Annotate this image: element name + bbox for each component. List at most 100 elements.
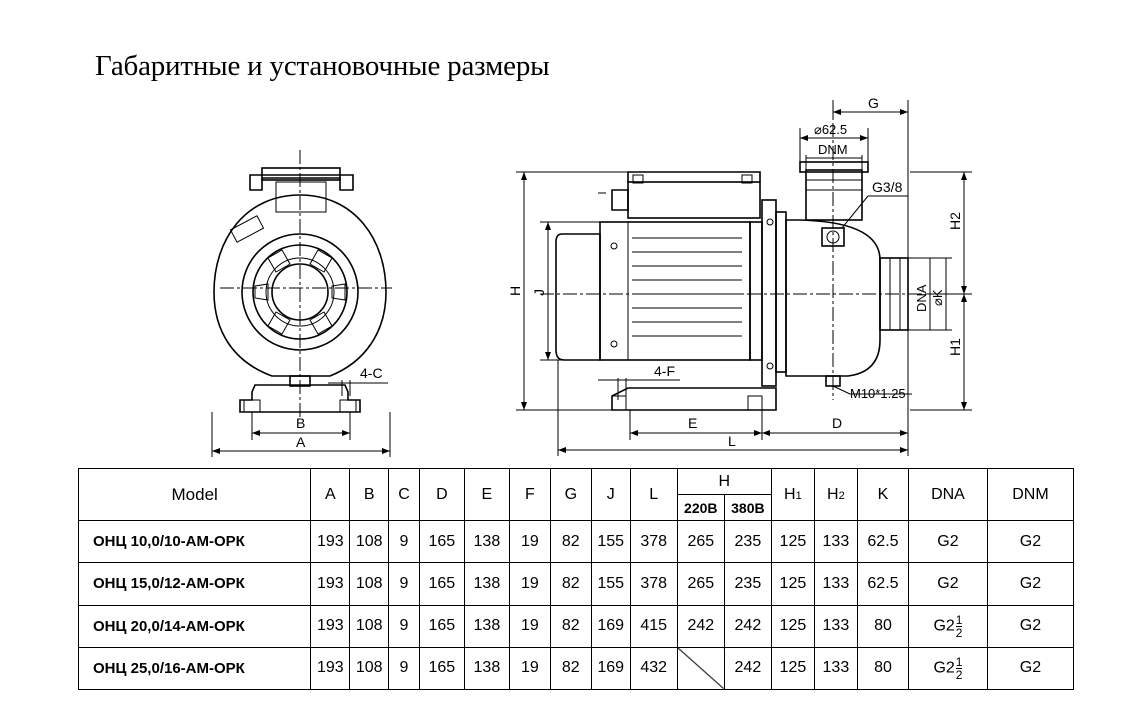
cell-H2: 133 [813, 562, 858, 606]
cell-H380: 235 [723, 562, 772, 606]
cell-DNM: G2 [986, 519, 1075, 564]
cell-B: 108 [349, 562, 390, 606]
cell-H380: 242 [723, 646, 772, 691]
cell-K: 62.5 [856, 519, 910, 564]
cell-B: 108 [349, 519, 390, 564]
dim-label-H1: H1 [947, 338, 963, 356]
cell-model: ОНЦ 15,0/12-АМ-ОРК [77, 562, 312, 606]
cell-D: 165 [418, 519, 465, 564]
cell-A: 193 [310, 604, 351, 648]
cell-H1: 125 [770, 646, 815, 691]
cell-H2: 133 [813, 519, 858, 564]
cell-D: 165 [418, 604, 465, 648]
cell-G: 82 [549, 604, 592, 648]
header-L: L [629, 468, 678, 521]
cell-F: 19 [508, 604, 551, 648]
front-view [213, 150, 392, 420]
cell-DNA: G2 [908, 519, 988, 564]
dim-label-DNM: DNM [818, 142, 848, 157]
cell-DNM: G2 [986, 562, 1075, 606]
dim-label-G38: G3/8 [872, 179, 903, 195]
cell-K: 62.5 [856, 562, 910, 606]
side-dimensions: G ⌀62.5 DNM G3/8 H2 H1 DNA ⌀K M10*1.25 [507, 95, 972, 456]
header-A: A [310, 468, 351, 521]
cell-H1: 125 [770, 562, 815, 606]
cell-model: ОНЦ 25,0/16-АМ-ОРК [77, 646, 312, 691]
cell-E: 138 [463, 562, 510, 606]
cell-D: 165 [418, 646, 465, 691]
header-F: F [508, 468, 551, 521]
cell-F: 19 [508, 646, 551, 691]
cell-D: 165 [418, 562, 465, 606]
cell-H1: 125 [770, 604, 815, 648]
cell-C: 9 [388, 519, 420, 564]
dim-label-G: G [868, 95, 879, 111]
dim-label-B: B [296, 415, 305, 431]
cell-J: 169 [590, 646, 631, 691]
cell-H380: 235 [723, 519, 772, 564]
cell-model: ОНЦ 20,0/14-АМ-ОРК [77, 604, 312, 648]
header-G: G [549, 468, 592, 521]
dim-label-D: D [832, 415, 842, 431]
cell-L: 415 [629, 604, 678, 648]
cell-J: 155 [590, 562, 631, 606]
header-C: C [388, 468, 420, 521]
header-H2: H2 [813, 468, 858, 521]
dim-label-H2: H2 [947, 212, 963, 230]
cell-E: 138 [463, 604, 510, 648]
cell-H380: 242 [723, 604, 772, 648]
cell-A: 193 [310, 646, 351, 691]
cell-H220 [676, 646, 725, 691]
header-J: J [590, 468, 631, 521]
header-H1: H1 [770, 468, 815, 521]
cell-E: 138 [463, 646, 510, 691]
header-H-220: 220В [676, 494, 725, 521]
dim-label-J: J [531, 289, 547, 296]
cell-C: 9 [388, 562, 420, 606]
front-dimensions: B A 4-C [211, 365, 391, 457]
dim-label-DNA: DNA [914, 284, 929, 312]
dim-label-E: E [688, 415, 697, 431]
page-title: Габаритные и установочные размеры [95, 50, 550, 82]
dim-label-A: A [296, 434, 306, 450]
dim-label-4F: 4-F [654, 363, 675, 379]
cell-H220: 265 [676, 519, 725, 564]
cell-F: 19 [508, 562, 551, 606]
cell-H2: 133 [813, 604, 858, 648]
header-K: K [856, 468, 910, 521]
cell-A: 193 [310, 562, 351, 606]
dim-label-phi625: ⌀62.5 [814, 122, 847, 137]
cell-J: 169 [590, 604, 631, 648]
cell-DNA: G2 [908, 562, 988, 606]
cell-G: 82 [549, 562, 592, 606]
dimensions-table: Model A B C D E F G J L H H1 H2 K DNA DN… [77, 468, 1075, 691]
dim-label-4C: 4-C [360, 365, 383, 381]
header-H-380: 380В [723, 494, 772, 521]
cell-C: 9 [388, 646, 420, 691]
cell-H1: 125 [770, 519, 815, 564]
side-view [540, 100, 928, 411]
cell-L: 378 [629, 519, 678, 564]
header-model: Model [77, 468, 312, 521]
cell-K: 80 [856, 646, 910, 691]
header-DNM: DNM [986, 468, 1075, 521]
header-D: D [418, 468, 465, 521]
cell-B: 108 [349, 604, 390, 648]
header-H: H [676, 468, 772, 495]
cell-H220: 242 [676, 604, 725, 648]
dim-label-M10: M10*1.25 [850, 386, 906, 401]
cell-K: 80 [856, 604, 910, 648]
cell-E: 138 [463, 519, 510, 564]
pump-drawing: B A 4-C [211, 95, 972, 457]
cell-DNM: G2 [986, 604, 1075, 648]
dim-label-L: L [728, 433, 736, 449]
cell-G: 82 [549, 519, 592, 564]
